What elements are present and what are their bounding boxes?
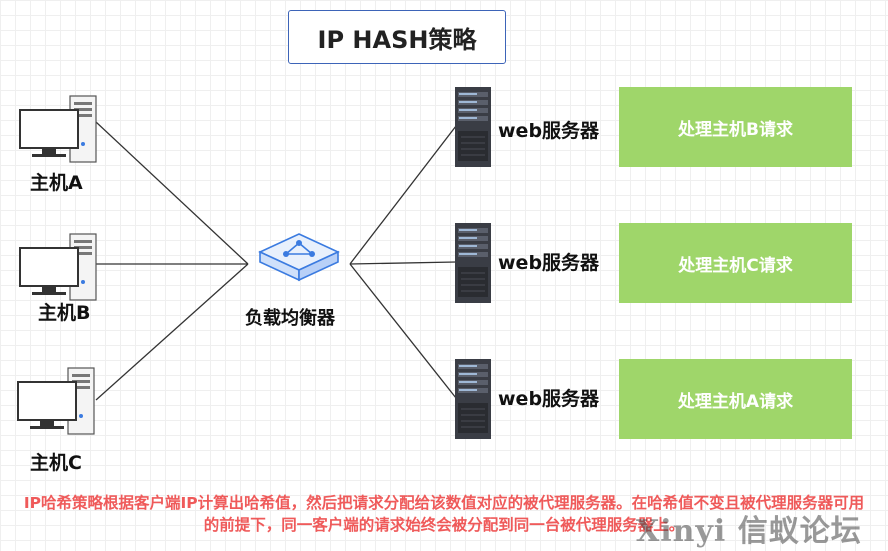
diagram-title: IP HASH策略 bbox=[288, 10, 506, 64]
load-balancer-icon bbox=[256, 230, 342, 286]
server-2-label: web服务器 bbox=[498, 252, 600, 274]
link-host-c-lb bbox=[95, 263, 249, 401]
server-1-action-box: 处理主机B请求 bbox=[619, 87, 852, 167]
server-1-icon bbox=[455, 87, 491, 167]
link-lb-server-2 bbox=[349, 261, 457, 265]
server-3-label: web服务器 bbox=[498, 388, 600, 410]
server-2-icon bbox=[455, 223, 491, 303]
host-b-computer-icon bbox=[18, 230, 108, 310]
host-a-label: 主机A bbox=[30, 172, 83, 194]
host-c-label: 主机C bbox=[30, 452, 82, 474]
link-lb-server-3 bbox=[349, 263, 457, 399]
server-3-icon bbox=[455, 359, 491, 439]
server-2-action-box: 处理主机C请求 bbox=[619, 223, 852, 303]
load-balancer-label: 负载均衡器 bbox=[245, 308, 335, 329]
link-lb-server-1 bbox=[349, 125, 457, 265]
server-3-action-box: 处理主机A请求 bbox=[619, 359, 852, 439]
server-1-label: web服务器 bbox=[498, 120, 600, 142]
host-c-computer-icon bbox=[16, 364, 106, 444]
strategy-description: IP哈希策略根据客户端IP计算出哈希值，然后把请求分配给该数值对应的被代理服务器… bbox=[23, 494, 865, 534]
link-host-a-lb bbox=[95, 121, 249, 265]
host-b-label: 主机B bbox=[38, 302, 91, 324]
forum-watermark: Xinyi 信蚁论坛 bbox=[636, 514, 862, 549]
host-a-computer-icon bbox=[18, 92, 108, 172]
